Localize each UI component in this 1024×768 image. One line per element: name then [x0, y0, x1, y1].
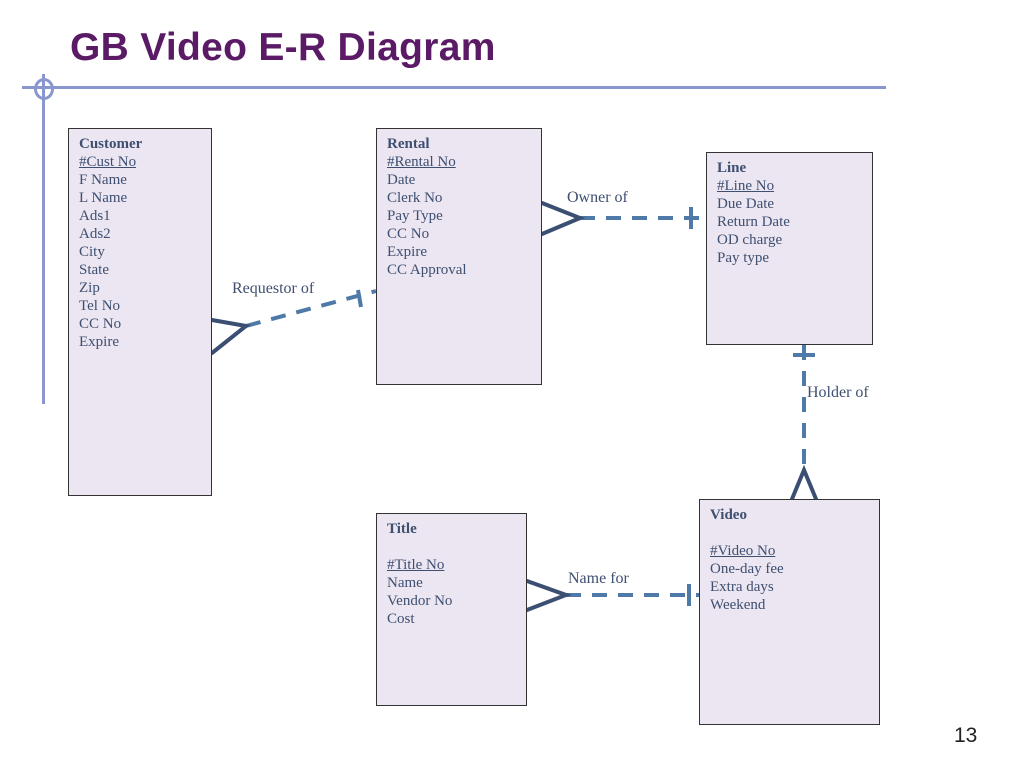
attribute: Pay type	[717, 250, 770, 266]
relationship-label-name-for: Name for	[568, 570, 629, 587]
attribute: F Name	[79, 172, 127, 188]
attribute: Expire	[387, 244, 427, 260]
attribute: Ads2	[79, 226, 111, 242]
attribute: CC No	[79, 316, 122, 332]
primary-key: #Rental No	[387, 154, 456, 170]
holder-of-crowfoot	[790, 464, 818, 501]
entity-name: Video	[710, 507, 747, 523]
entity-rental[interactable]: Rental #Rental No Date Clerk No Pay Type…	[376, 128, 542, 385]
attribute: Extra days	[710, 579, 774, 595]
attribute: Name	[387, 575, 423, 591]
entity-line[interactable]: Line #Line No Due Date Return Date OD ch…	[706, 152, 873, 345]
relationship-label-owner-of: Owner of	[567, 189, 628, 206]
attribute: Return Date	[717, 214, 790, 230]
attribute: Weekend	[710, 597, 766, 613]
primary-key: #Cust No	[79, 154, 137, 170]
attribute: CC No	[387, 226, 430, 242]
slide-title: GB Video E-R Diagram	[70, 26, 496, 69]
entity-title[interactable]: Title #Title No Name Vendor No Cost	[376, 513, 527, 706]
attribute: Expire	[79, 334, 119, 350]
attribute: Vendor No	[387, 593, 453, 609]
relationship-label-requestor-of: Requestor of	[232, 280, 315, 297]
requestor-of-line	[245, 289, 377, 328]
attribute: L Name	[79, 190, 128, 206]
title-underline-rule	[22, 86, 886, 89]
entity-name: Customer	[79, 136, 143, 152]
attribute: One-day fee	[710, 561, 784, 577]
attribute: Date	[387, 172, 416, 188]
spacer	[387, 538, 516, 556]
entity-name: Title	[387, 521, 417, 537]
attribute: OD charge	[717, 232, 783, 248]
attribute: Due Date	[717, 196, 775, 212]
entity-customer[interactable]: Customer #Cust No F Name L Name Ads1 Ads…	[68, 128, 212, 496]
relationship-label-holder-of: Holder of	[807, 384, 869, 401]
attribute: CC Approval	[387, 262, 467, 278]
attribute: City	[79, 244, 105, 260]
page-number: 13	[954, 724, 978, 747]
name-for-crowfoot	[525, 579, 572, 612]
attribute: State	[79, 262, 109, 278]
vertical-accent-rule	[42, 74, 45, 404]
primary-key: #Line No	[717, 178, 775, 194]
attribute: Pay Type	[387, 208, 443, 224]
primary-key: #Title No	[387, 557, 445, 573]
attribute: Ads1	[79, 208, 111, 224]
entity-video[interactable]: Video #Video No One-day fee Extra days W…	[699, 499, 880, 725]
attribute: Clerk No	[387, 190, 443, 206]
entity-name: Line	[717, 160, 747, 176]
requestor-of-crowfoot	[210, 318, 251, 355]
entity-name: Rental	[387, 136, 430, 152]
spacer	[710, 524, 869, 542]
requestor-of-one-bar	[356, 289, 363, 308]
primary-key: #Video No	[710, 543, 776, 559]
owner-of-crowfoot	[540, 201, 586, 236]
attribute: Tel No	[79, 298, 121, 314]
attribute: Zip	[79, 280, 100, 296]
accent-ring-ornament	[34, 78, 54, 100]
attribute: Cost	[387, 611, 415, 627]
